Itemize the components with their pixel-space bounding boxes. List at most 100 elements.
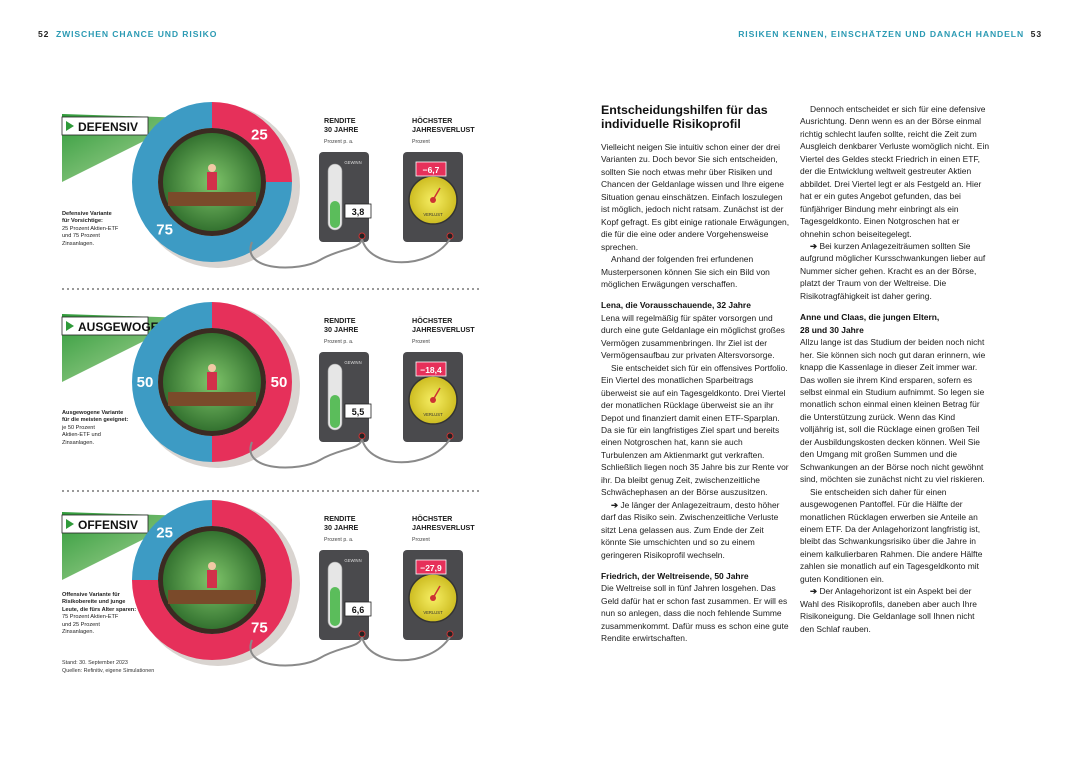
gewinn-label: GEWINN	[344, 558, 361, 563]
rendite-unit: Prozent p. a.	[324, 537, 353, 543]
intro-paragraph: Vielleicht neigen Sie intuitiv schon ein…	[601, 142, 790, 252]
note-title: für die meisten geeignet:	[62, 417, 129, 424]
rendite-meter-box	[319, 152, 369, 242]
variant-tag	[61, 514, 149, 534]
rendite-value: 6,6	[352, 605, 365, 615]
note-line: Zinsanlagen.	[62, 439, 95, 446]
person-icon	[208, 562, 216, 570]
cable-jack	[446, 630, 454, 638]
scene-fence	[168, 590, 256, 604]
verlust-unit: Prozent	[412, 139, 430, 145]
note-line: und 25 Prozent	[62, 621, 100, 628]
rendite-label: RENDITE	[324, 116, 356, 125]
variant-tag	[61, 116, 149, 136]
lena-tip-text: Je länger der Anlagezeitraum, desto höhe…	[601, 499, 780, 560]
note-title: Defensive Variante	[62, 211, 112, 217]
verlust-unit: Prozent	[412, 339, 430, 345]
arrow-icon: ➔	[810, 240, 818, 251]
rendite-label: 30 JAHRE	[324, 125, 359, 134]
thermometer-fill	[330, 201, 340, 228]
friedrich-heading: Friedrich, der Weltreisende, 50 Jahre	[601, 570, 749, 581]
rendite-value: 3,8	[352, 207, 365, 217]
rendite-unit: Prozent p. a.	[324, 339, 353, 345]
variant-tag	[61, 316, 149, 336]
verlust-label: HÖCHSTER	[412, 116, 453, 125]
friedrich-tip-text: Bei kurzen Anlagezeiträumen sollten Sie …	[800, 240, 986, 301]
anne-paragraph-1: Allzu lange ist das Studium der beiden n…	[800, 337, 986, 485]
friedrich-tip: ➔ Bei kurzen Anlagezeiträumen sollten Si…	[800, 240, 990, 302]
rendite-label: RENDITE	[324, 316, 356, 325]
verlust-dial-label: VERLUST	[423, 412, 443, 417]
note-title: Ausgewogene Variante	[62, 410, 124, 416]
arrow-icon: ➔	[611, 499, 619, 510]
gewinn-label: GEWINN	[344, 360, 361, 365]
friedrich-paragraph-1: Die Weltreise soll in fünf Jahren losgeh…	[601, 583, 789, 644]
play-arrow-icon	[66, 321, 74, 331]
variant-name: OFFENSIV	[78, 518, 138, 532]
lena-paragraph-2: Sie entscheidet sich für ein offensives …	[601, 362, 789, 498]
donut-slice-etf	[212, 102, 292, 182]
article-column-2: Dennoch entscheidet er sich für eine def…	[800, 103, 990, 635]
rendite-label: 30 JAHRE	[324, 523, 359, 532]
cable-jack	[358, 432, 366, 440]
max-loss-box	[415, 161, 447, 177]
note-line: Aktien-ETF und	[62, 432, 101, 439]
scene-fence	[168, 192, 256, 206]
note-title: Offensive Variante für	[62, 592, 120, 598]
max-loss-box	[415, 559, 447, 575]
max-loss-box	[415, 361, 447, 377]
person-icon	[208, 164, 216, 172]
cable	[249, 438, 363, 469]
anne-heading-line: Anne und Claas, die jungen Eltern,	[800, 312, 940, 323]
thermometer-fill	[330, 587, 340, 626]
dial-needle	[432, 585, 441, 599]
cable	[361, 238, 451, 264]
friedrich-paragraph-2: Dennoch entscheidet er sich für eine def…	[800, 104, 990, 239]
chapter-title-right: RISIKEN KENNEN, EINSCHÄTZEN UND DANACH H…	[738, 29, 1025, 39]
note-title: Leute, die fürs Alter sparen:	[62, 606, 137, 613]
arrow-icon: ➔	[810, 586, 818, 597]
rendite-value: 5,5	[352, 407, 365, 417]
running-header-left: 52 ZWISCHEN CHANCE UND RISIKO	[38, 29, 217, 39]
running-header-right: RISIKEN KENNEN, EINSCHÄTZEN UND DANACH H…	[738, 29, 1042, 39]
page-number-right: 53	[1030, 29, 1042, 39]
note-line: und 75 Prozent	[62, 233, 100, 240]
play-arrow-icon	[66, 121, 74, 131]
anne-tip: ➔ Der Anlagehorizont ist ein Aspekt bei …	[800, 585, 990, 635]
person-body	[207, 570, 217, 588]
cable-jack	[358, 630, 366, 638]
verlust-label: JAHRESVERLUST	[412, 125, 475, 134]
person-body	[207, 372, 217, 390]
cable-jack	[446, 432, 454, 440]
chapter-title-left: ZWISCHEN CHANCE UND RISIKO	[55, 29, 218, 39]
cable	[361, 438, 451, 464]
zins-percent-label: 25	[156, 525, 173, 542]
note-line: 75 Prozent Aktien-ETF	[62, 614, 119, 621]
rendite-label: RENDITE	[324, 514, 356, 523]
dial-needle	[432, 187, 441, 201]
source-line-2: Quellen: Refinitiv, eigene Simulationen	[62, 668, 154, 674]
rendite-label: 30 JAHRE	[324, 325, 359, 334]
play-arrow-icon	[66, 519, 74, 529]
donut-slice-etf	[212, 302, 292, 462]
verlust-unit: Prozent	[412, 537, 430, 543]
donut-slice-etf	[132, 500, 292, 660]
gewinn-label: GEWINN	[344, 160, 361, 165]
note-line: Zinsanlagen.	[62, 629, 95, 636]
verlust-dial-label: VERLUST	[423, 610, 443, 615]
verlust-label: HÖCHSTER	[412, 514, 453, 523]
page-number-left: 52	[38, 29, 50, 39]
anne-heading-line: 28 und 30 Jahre	[800, 324, 864, 335]
lena-tip: ➔ Je länger der Anlagezeitraum, desto hö…	[601, 499, 791, 561]
variant-note-offensiv: Offensive Variante für Risikobereite und…	[62, 592, 152, 636]
max-loss-value: −18,4	[420, 365, 442, 375]
rendite-value-box	[344, 203, 372, 219]
thermometer-fill	[330, 395, 340, 428]
note-title: Risikobereite und junge	[62, 599, 126, 606]
donut-slice-zins	[132, 102, 292, 262]
verlust-label: JAHRESVERLUST	[412, 523, 475, 532]
